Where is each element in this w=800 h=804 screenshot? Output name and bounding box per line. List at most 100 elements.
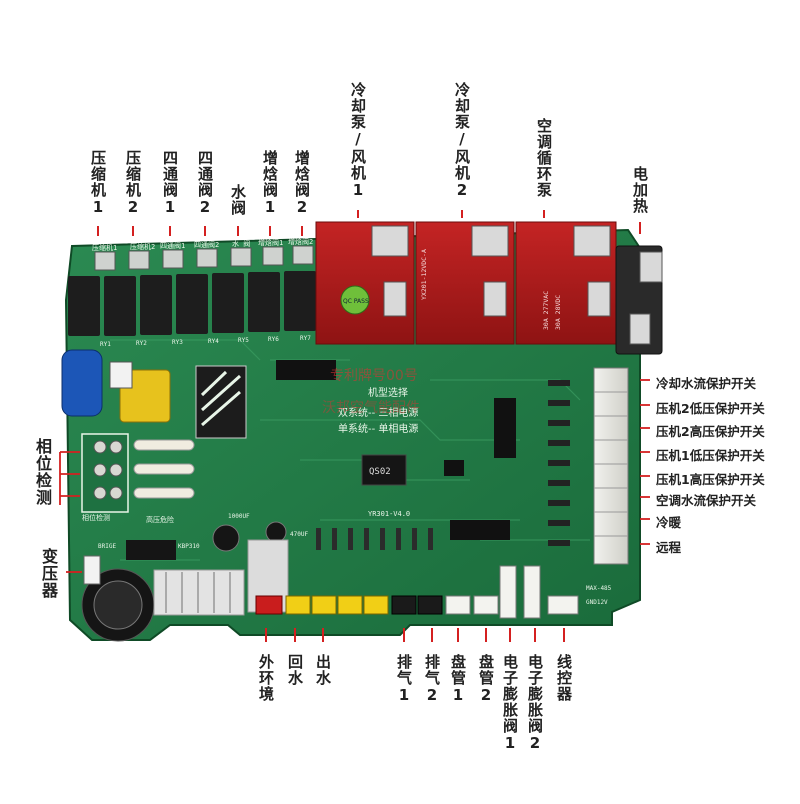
- svg-text:RY1: RY1: [100, 341, 111, 348]
- power-relay-1: QC PASS: [315, 221, 415, 345]
- leaders-top: [97, 210, 641, 236]
- strip-pins: [594, 391, 628, 537]
- silk-header-5: 水 阀: [232, 239, 250, 248]
- board-version: YR301-V4.0: [368, 510, 410, 518]
- phase-terminals: [93, 440, 123, 500]
- silk-header-4: 四通阀2: [194, 240, 219, 249]
- bridge-rectifier: [126, 540, 176, 560]
- svg-text:RY7: RY7: [300, 335, 311, 342]
- label-fourway-valve-2: 四通阀2: [196, 150, 214, 217]
- conn-exhaust2: [417, 595, 443, 615]
- ceramic-resistors: [133, 439, 195, 499]
- label-ac-circulation-pump: 空调循环泵: [535, 118, 553, 198]
- silk-header-7: 增焓阀2: [288, 237, 313, 246]
- ic-top: [276, 360, 336, 380]
- conn-outwater: [311, 595, 337, 615]
- silk-header: 压缩机1 压缩机2 四通阀1 四通阀2 水 阀 增焓阀1 增焓阀2: [92, 237, 313, 252]
- label-wire-controller: 线控器: [555, 654, 573, 702]
- kbp-label: KBP310: [178, 543, 200, 550]
- ic-right-2: [450, 520, 510, 540]
- conn-yellow-3: [337, 595, 363, 615]
- label-exhaust-1: 排气1: [395, 654, 413, 705]
- gnd12-silk: GND12V: [586, 599, 608, 606]
- label-remote: 远程: [656, 540, 682, 555]
- label-electric-heater: 电加热: [631, 166, 649, 214]
- label-transformer: 变压器: [39, 548, 58, 599]
- label-return-water: 回水: [286, 654, 304, 686]
- cap-470-label: 470UF: [290, 531, 308, 538]
- conn-eev2: [523, 565, 541, 619]
- svg-text:RY3: RY3: [172, 339, 183, 346]
- conn-wirectrl: [547, 595, 579, 615]
- relay-rating: 30A 277VAC: [542, 291, 550, 330]
- label-compressor-2: 压缩机2: [124, 150, 142, 217]
- heater-relay: [615, 245, 663, 355]
- label-cooling-pump-fan-1: 冷却泵/风机1: [349, 82, 367, 200]
- rs485-silk: MAX-485: [586, 585, 612, 592]
- label-coil-1: 盘管1: [449, 654, 467, 705]
- pass-badge: QC PASS: [343, 298, 369, 305]
- label-eev-2: 电子膨胀阀2: [526, 654, 544, 753]
- ic-mid: [444, 460, 464, 476]
- silk-dual-system: 双系统-- 三相电源: [338, 406, 418, 419]
- label-cooling-pump-fan-2: 冷却泵/风机2: [453, 82, 471, 200]
- label-fourway-valve-1: 四通阀1: [161, 150, 179, 217]
- silk-model-select: 机型选择: [368, 386, 408, 399]
- cap-1000-label: 1000UF: [228, 513, 250, 520]
- label-enthalpy-valve-1: 增焓阀1: [261, 150, 279, 217]
- small-relays: [68, 271, 316, 336]
- watermark-2: 沃邦空气能配件: [322, 400, 420, 416]
- relay-refs: RY1 RY2 RY3 RY4 RY5 RY6 RY7: [100, 335, 311, 348]
- mcu-chip: [361, 454, 407, 486]
- ic-right-1: [494, 398, 516, 458]
- power-relay-3: 30A 277VAC 30A 28VDC: [515, 221, 617, 345]
- blue-capacitor: [61, 349, 103, 417]
- silk-header-3: 四通阀1: [160, 241, 185, 250]
- transformer-connector: [83, 555, 101, 585]
- bridge-label: BRIGE: [98, 543, 116, 550]
- chip-label: QS02: [369, 467, 391, 477]
- phase-silk: 相位检测: [82, 513, 110, 522]
- label-comp2-low-pressure: 压机2低压保护开关: [656, 401, 765, 416]
- relay-rating-2: 30A 28VDC: [554, 295, 562, 330]
- silk-header-6: 增焓阀1: [258, 238, 283, 247]
- label-comp2-high-pressure: 压机2高压保护开关: [656, 424, 765, 439]
- label-outlet-water: 出水: [314, 654, 332, 686]
- big-capacitor-top: [93, 580, 143, 630]
- label-water-valve: 水阀: [229, 184, 247, 216]
- phase-stripes: [200, 370, 242, 427]
- right-diodes: [548, 380, 570, 546]
- conn-return: [285, 595, 311, 615]
- silk-header-2: 压缩机2: [130, 242, 155, 251]
- label-compressor-1: 压缩机1: [89, 150, 107, 217]
- label-coil-2: 盘管2: [477, 654, 495, 705]
- white-connector-left: [109, 361, 133, 389]
- conn-eev1: [499, 565, 517, 619]
- svg-text:RY6: RY6: [268, 336, 279, 343]
- power-relay-2: YX201-12VDC-A: [415, 221, 515, 345]
- leaders-bottom: [265, 628, 565, 642]
- silk-header-1: 压缩机1: [92, 243, 117, 252]
- terminal-row: [94, 245, 314, 271]
- svg-text:RY2: RY2: [136, 340, 147, 347]
- label-comp1-low-pressure: 压机1低压保护开关: [656, 448, 765, 463]
- label-outdoor-temp: 外环境: [257, 654, 275, 702]
- label-enthalpy-valve-2: 增焓阀2: [293, 150, 311, 217]
- label-phase-detection: 相位检测: [33, 438, 52, 506]
- switch-connector-strip: [593, 367, 629, 565]
- smd-resistors: [316, 528, 433, 550]
- leaders-left: [59, 451, 82, 573]
- relay-model-2: YX201-12VDC-A: [420, 249, 428, 300]
- conn-coil2: [473, 595, 499, 615]
- label-eev-1: 电子膨胀阀1: [501, 654, 519, 753]
- leaders-right: [640, 379, 650, 545]
- watermark-1: 专利牌号00号: [330, 367, 418, 384]
- cap-470uf: [265, 521, 287, 543]
- label-cool-heat: 冷暖: [656, 515, 682, 530]
- svg-text:RY5: RY5: [238, 337, 249, 344]
- conn-outdoor: [255, 595, 283, 615]
- silk-single-system: 单系统-- 单相电源: [338, 422, 418, 435]
- conn-exhaust1: [391, 595, 417, 615]
- heatsink-fins: [165, 572, 231, 613]
